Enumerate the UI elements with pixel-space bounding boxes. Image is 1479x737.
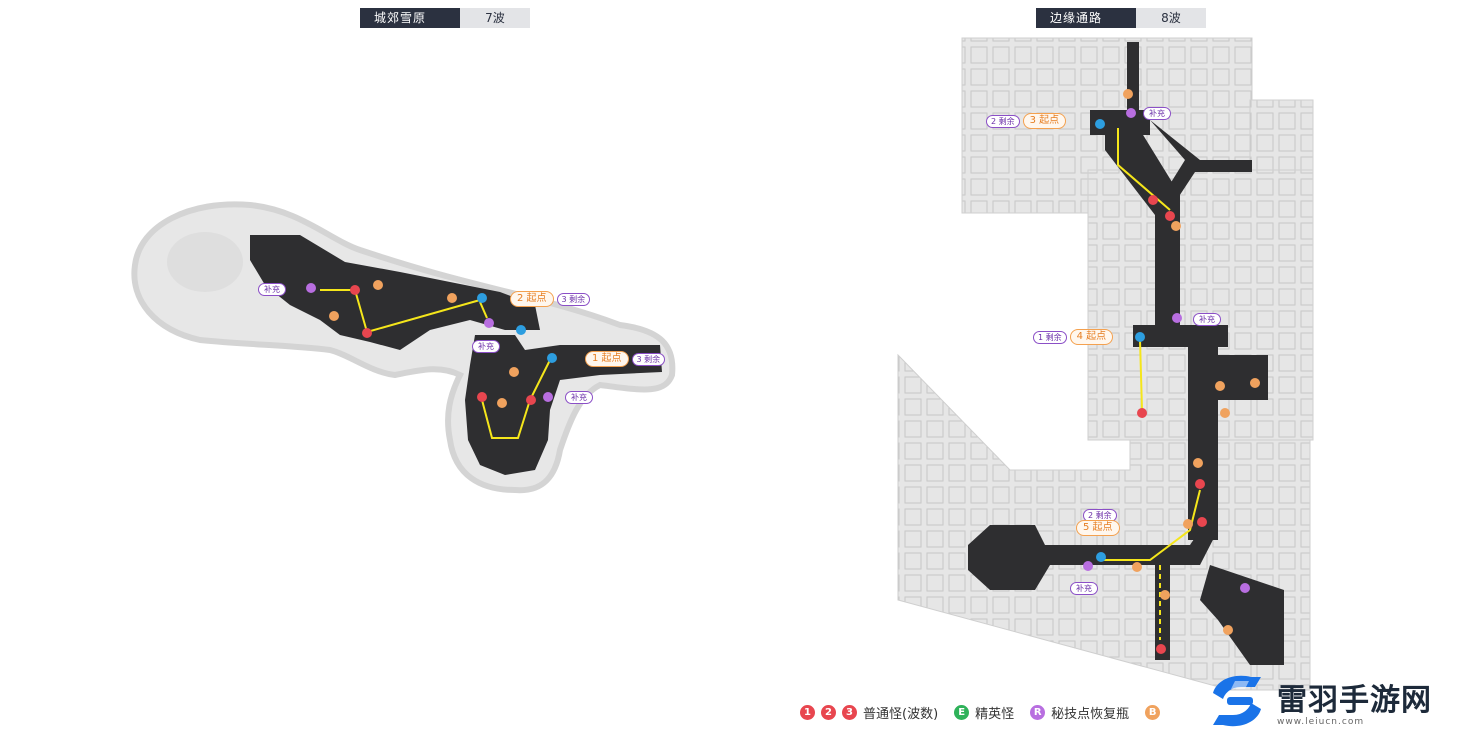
start-4-callout: 1 剩余 4 起点: [1033, 329, 1114, 345]
spawn-icon: [1096, 552, 1106, 562]
b-marker: [509, 367, 519, 377]
elite-enemy-label: 精英怪: [975, 707, 1015, 722]
start-1-label: 1 起点: [585, 351, 629, 367]
site-logo-icon: [1205, 669, 1269, 733]
b-marker: [447, 293, 457, 303]
normal-wave-1-icon: 1: [800, 705, 815, 720]
wave-marker: [1137, 408, 1147, 418]
wave-marker: [1148, 195, 1158, 205]
left-dark-ground-upper: [250, 235, 540, 350]
spawn-icon: [1095, 119, 1105, 129]
wave-marker: [1197, 517, 1207, 527]
wave-marker: [477, 392, 487, 402]
supply-tag: 补充: [1070, 582, 1098, 595]
right-corridors: [968, 42, 1284, 665]
supply-tag: 补充: [1193, 313, 1221, 326]
restore-marker: [1083, 561, 1093, 571]
b-marker: [1132, 562, 1142, 572]
b-marker: [1215, 381, 1225, 391]
spawn-icon: [1135, 332, 1145, 342]
restore-icon: R: [1030, 705, 1046, 720]
b-marker: [329, 311, 339, 321]
normal-wave-2-icon: 2: [821, 705, 836, 720]
right-map-title-bar: 边缘通路 8波: [1036, 8, 1206, 28]
restore-label: 秘技点恢复瓶: [1051, 707, 1130, 722]
left-route-upper: [320, 289, 481, 334]
wave-marker: [1156, 644, 1166, 654]
right-map-waves: 8波: [1136, 8, 1206, 28]
start-2-label: 2 起点: [510, 291, 554, 307]
restore-marker: [484, 318, 494, 328]
b-marker: [373, 280, 383, 290]
b-marker: [1123, 89, 1133, 99]
spawn-icon: [547, 353, 557, 363]
b-marker: [1183, 519, 1193, 529]
b-marker: [1220, 408, 1230, 418]
restore-marker: [1172, 313, 1182, 323]
start-1-callout: 1 起点 3 剩余: [585, 351, 666, 367]
elite-icon: E: [954, 705, 970, 720]
b-marker: [1223, 625, 1233, 635]
site-url: www.leiucn.com: [1277, 716, 1365, 727]
start-5-label: 5 起点: [1076, 520, 1120, 536]
b-marker: [1193, 458, 1203, 468]
left-map-title-bar: 城郊雪原 7波: [360, 8, 530, 28]
restore-marker: [306, 283, 316, 293]
spawn-icon: [516, 325, 526, 335]
supply-tag: 补充: [472, 340, 500, 353]
left-map-title: 城郊雪原: [360, 8, 460, 28]
wave-marker: [1165, 211, 1175, 221]
start-1-remain: 3 剩余: [631, 352, 666, 366]
map-legend: 1 2 3 普通怪(波数) E 精英怪 R 秘技点恢复瓶 B: [800, 703, 1161, 722]
start-2-callout: 2 起点 3 剩余: [510, 291, 591, 307]
left-map-waves: 7波: [460, 8, 530, 28]
wave-marker: [362, 328, 372, 338]
supply-tag: 补充: [258, 283, 286, 296]
restore-marker: [1240, 583, 1250, 593]
right-route-a: [1117, 128, 1171, 211]
start-4-remain: 1 剩余: [1033, 330, 1067, 344]
spawn-icon: [477, 293, 487, 303]
start-3-callout: 2 剩余 3 起点: [986, 113, 1067, 129]
restore-marker: [543, 392, 553, 402]
site-name: 雷羽手游网: [1277, 682, 1432, 718]
site-watermark: 雷羽手游网 www.leiucn.com: [1205, 665, 1479, 736]
left-route-drop: [479, 301, 488, 319]
supply-tag: 补充: [565, 391, 593, 404]
right-map: [897, 37, 1314, 691]
left-snow-crater: [167, 232, 243, 292]
normal-enemy-label: 普通怪(波数): [863, 707, 939, 722]
left-map: [131, 201, 676, 494]
start-4-label: 4 起点: [1069, 329, 1114, 345]
right-route-b: [1139, 339, 1143, 411]
b-marker: [497, 398, 507, 408]
b-marker: [1171, 221, 1181, 231]
normal-wave-3-icon: 3: [842, 705, 857, 720]
wave-marker: [350, 285, 360, 295]
start-3-remain: 2 剩余: [986, 114, 1020, 128]
b-marker: [1250, 378, 1260, 388]
start-2-remain: 3 剩余: [556, 292, 591, 306]
supply-tag: 补充: [1143, 107, 1171, 120]
start-3-label: 3 起点: [1022, 113, 1067, 129]
restore-marker: [1126, 108, 1136, 118]
b-icon: B: [1145, 705, 1161, 720]
wave-marker: [1195, 479, 1205, 489]
left-route-lower: [481, 359, 551, 439]
right-route-c: [1100, 489, 1201, 561]
wave-marker: [526, 395, 536, 405]
right-map-title: 边缘通路: [1036, 8, 1136, 28]
b-marker: [1160, 590, 1170, 600]
